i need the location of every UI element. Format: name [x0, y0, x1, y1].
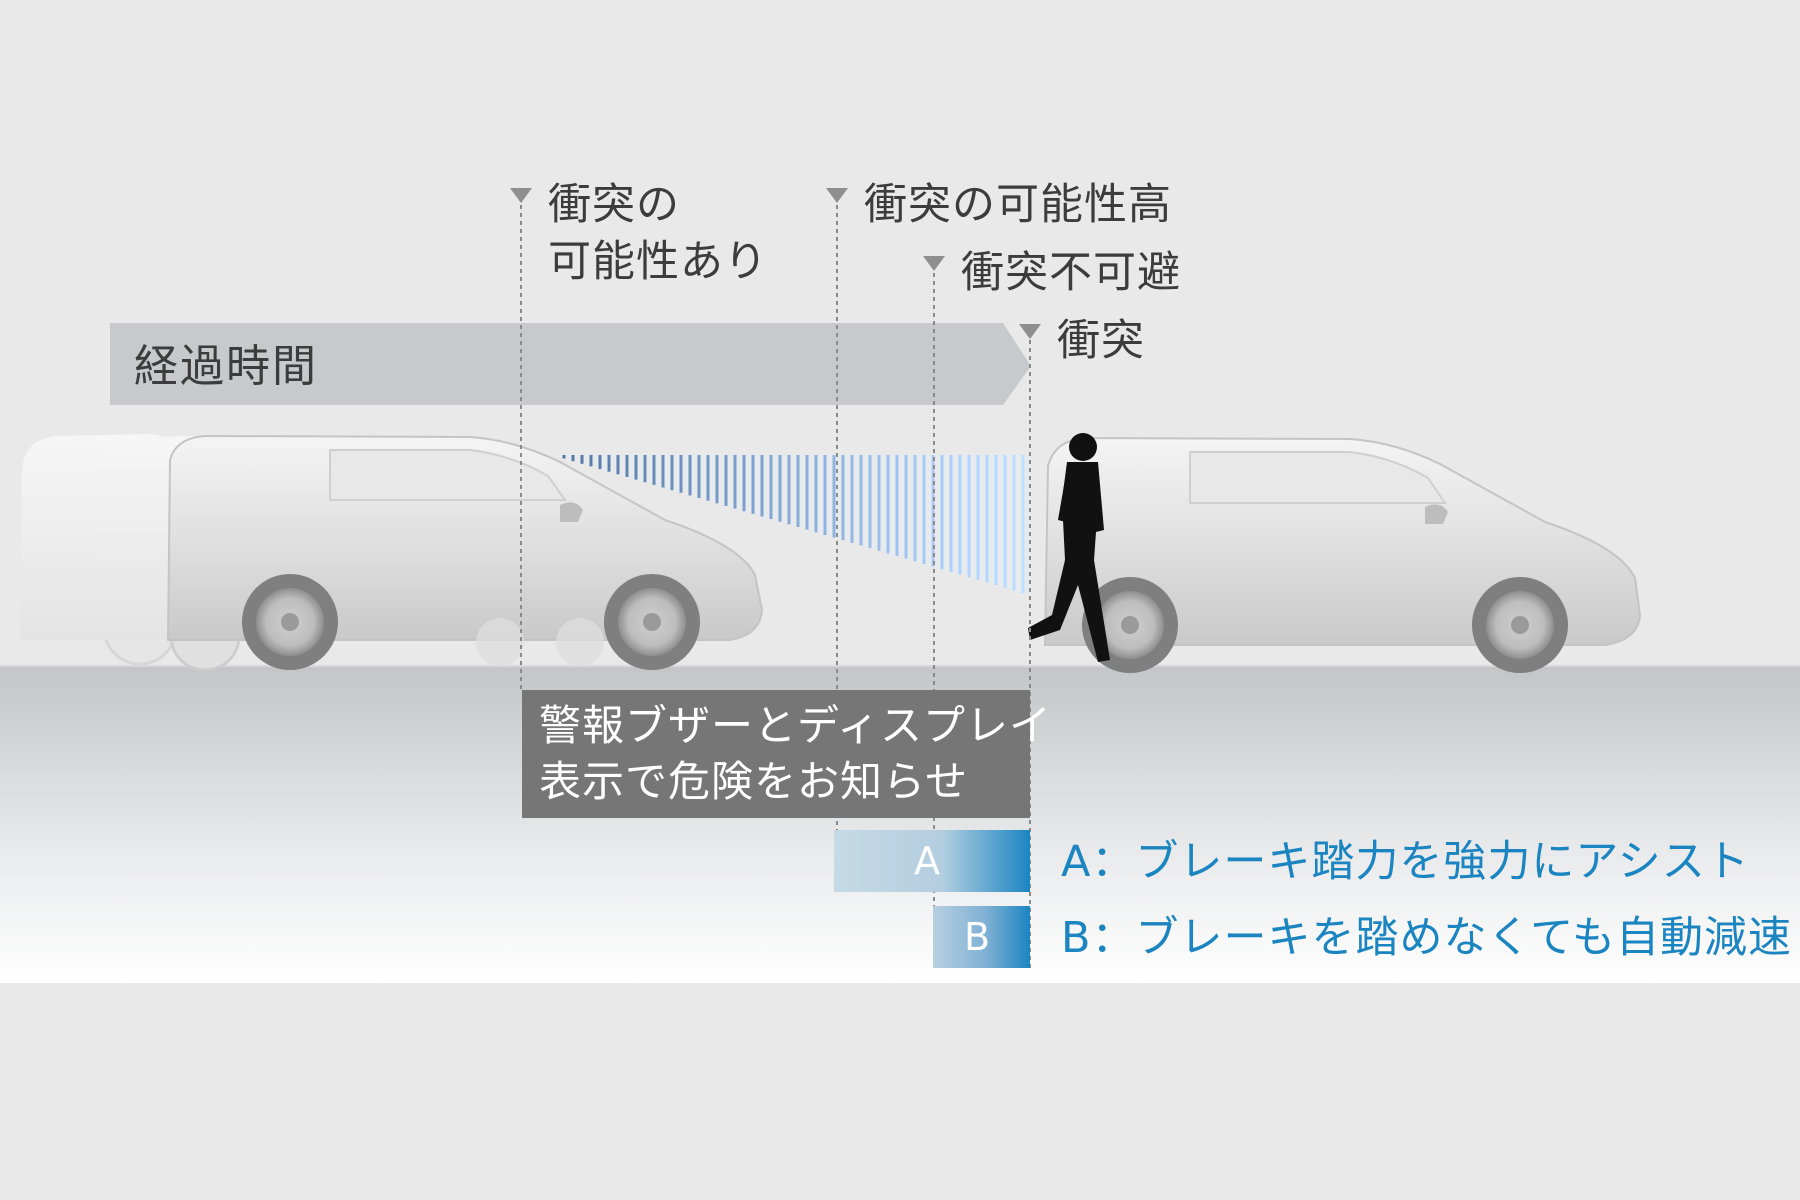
marker-possible-label-line2: 可能性あり: [548, 237, 768, 287]
warning-text-line2: 表示で危険をお知らせ: [539, 757, 969, 806]
phase-a-bar: A: [834, 830, 1030, 892]
marker-high-label: 衝突の可能性高: [864, 180, 1172, 230]
phase-b-description: B：ブレーキを踏めなくても自動減速: [1061, 913, 1793, 963]
warning-box: 警報ブザーとディスプレイ 表示で危険をお知らせ: [522, 690, 1051, 818]
phase-b-letter: B: [964, 915, 991, 959]
van-ahead: [1043, 436, 1642, 673]
elapsed-time-label: 経過時間: [134, 341, 318, 392]
phase-a-letter: A: [914, 839, 940, 883]
pedestrian-silhouette: [1028, 433, 1110, 662]
marker-collision-label: 衝突: [1057, 316, 1145, 366]
marker-possible-triangle: [510, 188, 532, 203]
marker-high-triangle: [826, 188, 848, 203]
marker-unavoidable-label: 衝突不可避: [961, 248, 1181, 298]
van-approaching: [166, 434, 764, 670]
elapsed-time-arrow: [110, 323, 1031, 405]
phase-b-bar: B: [933, 906, 1030, 968]
radar-beam: [552, 455, 1030, 595]
phase-a-description: A：ブレーキ踏力を強力にアシスト: [1061, 837, 1750, 887]
marker-collision-triangle: [1019, 324, 1041, 339]
warning-text-line1: 警報ブザーとディスプレイ: [539, 701, 1053, 750]
marker-unavoidable-triangle: [923, 256, 945, 271]
marker-possible-label-line1: 衝突の: [548, 180, 680, 230]
